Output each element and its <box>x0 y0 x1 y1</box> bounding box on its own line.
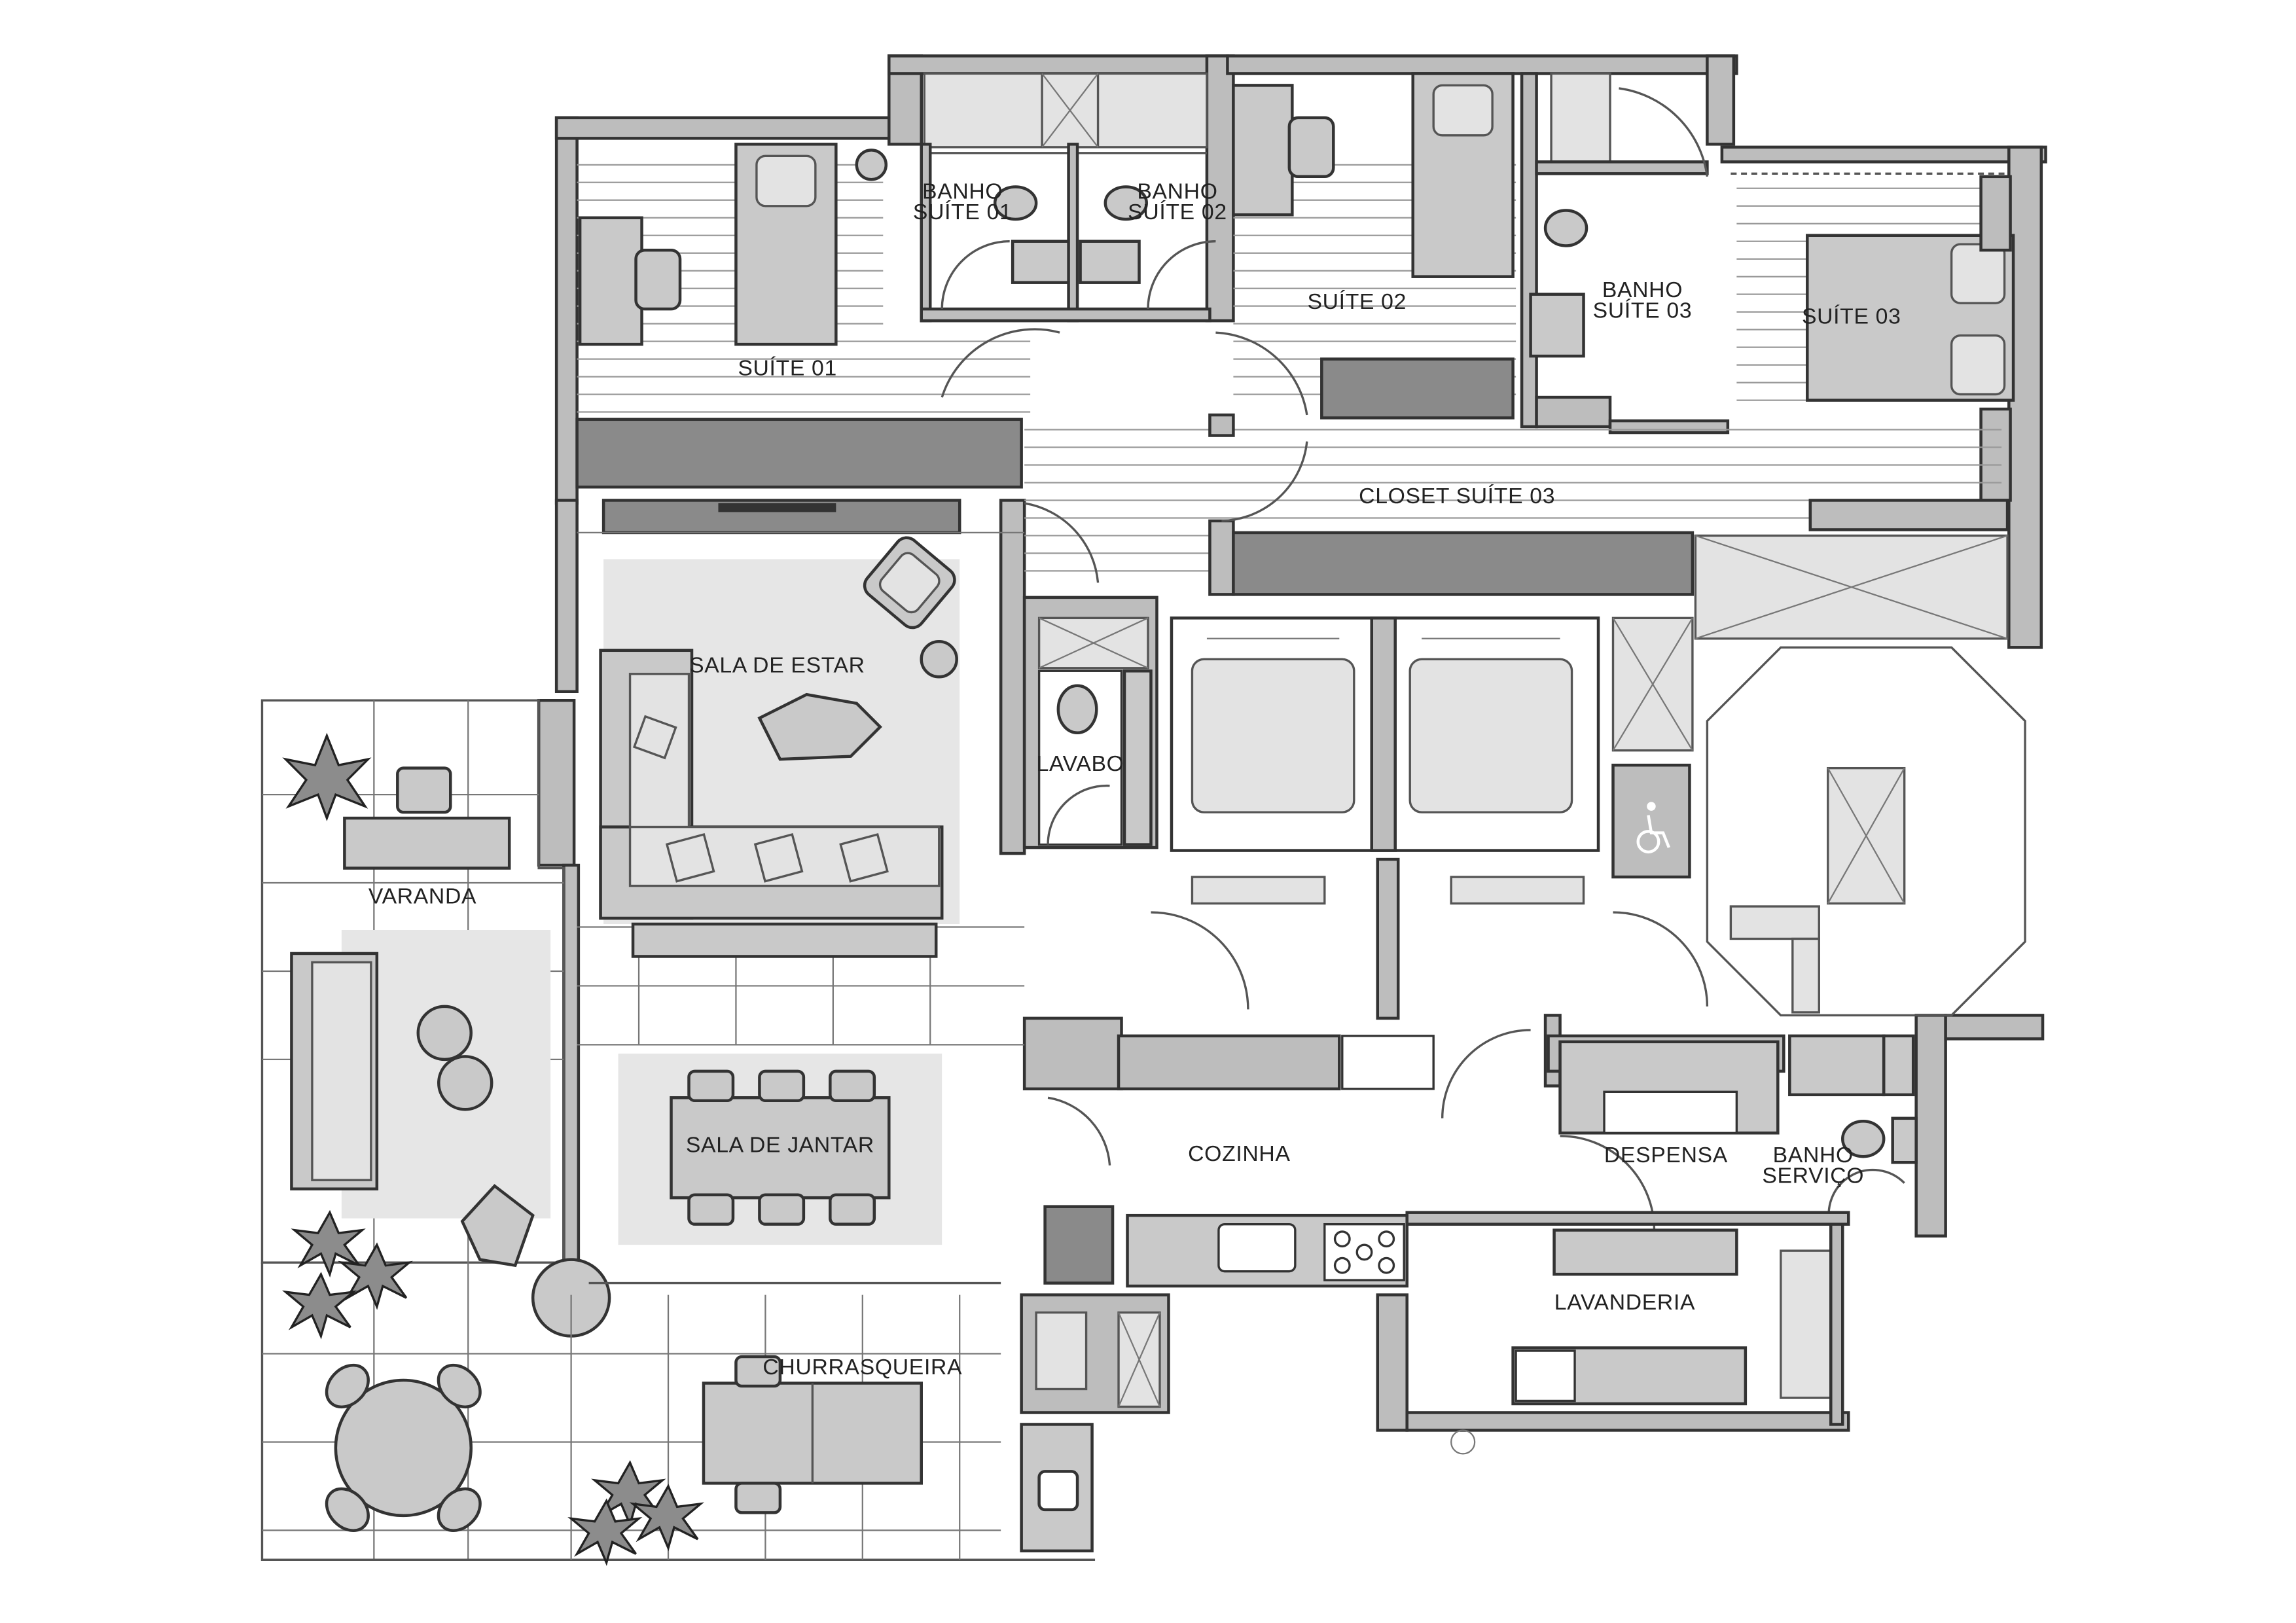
planters <box>1191 876 1820 1014</box>
plant-icon <box>282 732 372 821</box>
sink <box>1529 293 1585 358</box>
banho-suite-01-label-1: BANHO <box>922 179 1003 204</box>
sink-suite-01 <box>1011 240 1073 284</box>
suite-02-label: SUÍTE 02 <box>1307 289 1407 314</box>
lavanderia-label: LAVANDERIA <box>1554 1290 1695 1315</box>
bathrooms-suite-01-02: BANHO SUÍTE 01 BANHO SUÍTE 02 <box>913 72 1227 323</box>
banho-suite-03: BANHO SUÍTE 03 <box>1520 72 1730 435</box>
side-table <box>920 640 958 679</box>
bench <box>343 816 511 870</box>
stair-hall <box>1706 646 2026 1017</box>
desk <box>1232 84 1294 217</box>
counter <box>1020 1423 1094 1553</box>
suite-01-label: SUÍTE 01 <box>738 355 837 380</box>
wheelchair-icon <box>1636 802 1671 854</box>
banho-servico: BANHO SERVIÇO <box>1762 1034 1918 1228</box>
shelf <box>1552 1228 1738 1276</box>
exterior-walls <box>537 54 2047 1432</box>
sink <box>1037 1470 1079 1512</box>
chair <box>1287 116 1335 179</box>
banho-suite-02-label-1: BANHO <box>1137 179 1217 204</box>
wardrobe <box>1232 531 1695 596</box>
side-table <box>855 149 888 181</box>
round-table <box>334 1378 473 1518</box>
toilet-suite-02 <box>1103 185 1148 221</box>
armchair <box>863 536 956 630</box>
despensa-label: DESPENSA <box>1604 1143 1728 1168</box>
despensa: DESPENSA <box>1558 1040 1780 1230</box>
wardrobe <box>1320 357 1515 419</box>
sink-counter <box>1122 669 1153 846</box>
banho-suite-01-label-2: SUÍTE 01 <box>913 200 1013 224</box>
chair <box>634 248 682 311</box>
lavabo: LAVABO <box>1037 616 1153 846</box>
closet-suite-03: CLOSET SUÍTE 03 <box>941 328 2009 596</box>
wardrobe <box>575 418 1023 489</box>
banho-servico-label-1: BANHO <box>1773 1143 1854 1168</box>
suite-03: SUÍTE 03 <box>1731 172 2015 502</box>
cozinha: COZINHA <box>1043 1035 1435 1288</box>
dining-table <box>670 1096 891 1200</box>
churrasqueira-label: CHURRASQUEIRA <box>762 1355 962 1380</box>
pouf <box>460 1184 535 1268</box>
chair <box>396 766 452 814</box>
plant-icon <box>567 1460 704 1566</box>
accessibility-sign <box>1611 763 1691 879</box>
churrasqueira: CHURRASQUEIRA <box>260 1262 1170 1566</box>
sala-de-estar: SALA DE ESTAR <box>577 499 1025 1045</box>
tv <box>718 503 836 512</box>
cushions <box>632 715 889 883</box>
banho-servico-label-2: SERVIÇO <box>1762 1164 1864 1188</box>
cozinha-label: COZINHA <box>1188 1141 1290 1166</box>
banho-suite-03-label-2: SUÍTE 03 <box>1593 298 1693 323</box>
sofa-back <box>631 922 938 958</box>
elevator-2 <box>1408 658 1573 813</box>
lavanderia: LAVANDERIA <box>1405 1029 1850 1455</box>
toilet <box>1056 684 1098 734</box>
side-table-1 <box>416 1005 473 1061</box>
cooktop <box>1323 1222 1405 1281</box>
sala-de-jantar: SALA DE JANTAR <box>577 1044 1025 1285</box>
desk <box>578 216 643 346</box>
sink-counter <box>1788 1034 1886 1097</box>
suite-02: SUÍTE 02 <box>1232 72 1516 419</box>
lavabo-label: LAVABO <box>1037 751 1124 776</box>
toilet-suite-01 <box>993 185 1038 221</box>
banho-suite-03-label-1: BANHO <box>1602 277 1683 302</box>
closet-suite-03-label: CLOSET SUÍTE 03 <box>1359 484 1555 508</box>
sala-de-estar-label: SALA DE ESTAR <box>689 653 865 678</box>
side-table-2 <box>437 1055 493 1111</box>
tank <box>1515 1349 1576 1402</box>
toilet <box>1841 1120 1886 1158</box>
suite-03-label: SUÍTE 03 <box>1802 304 1901 329</box>
fridge <box>1043 1205 1115 1285</box>
varanda: VARANDA <box>260 699 611 1560</box>
sink-suite-02 <box>1079 240 1141 284</box>
elevator-1 <box>1191 658 1355 813</box>
plant-icon <box>281 1209 413 1340</box>
elevator-core <box>1151 534 2026 1020</box>
coffee-table <box>757 692 882 761</box>
suite-01: SUÍTE 01 <box>575 143 1031 489</box>
sala-de-jantar-label: SALA DE JANTAR <box>686 1133 874 1158</box>
toilet <box>1543 209 1588 247</box>
chairs <box>325 1363 482 1532</box>
sink <box>1217 1222 1297 1273</box>
appliance <box>1780 1249 1832 1399</box>
chairs <box>687 1069 876 1226</box>
banho-suite-02-label-2: SUÍTE 02 <box>1128 200 1227 224</box>
varanda-label: VARANDA <box>368 884 476 909</box>
